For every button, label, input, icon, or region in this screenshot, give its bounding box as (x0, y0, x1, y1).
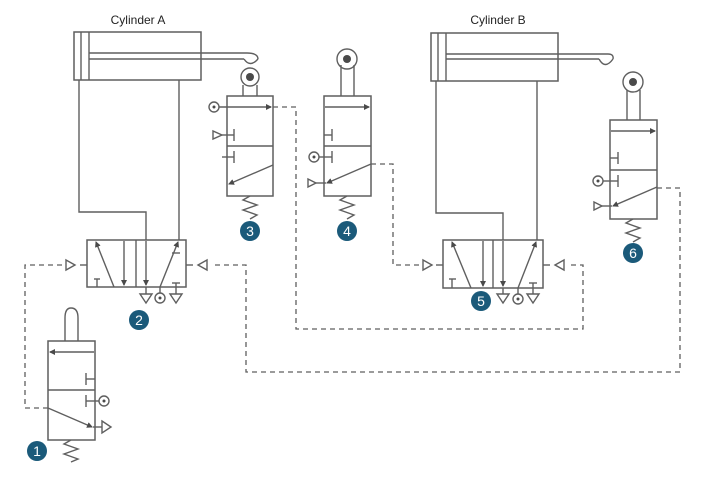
pilot-line-4-to-5 (371, 163, 419, 266)
supply-icon (98, 395, 110, 407)
svg-text:2: 2 (135, 312, 143, 328)
valve-4[interactable] (307, 48, 372, 220)
badge-valve-2: 2 (129, 310, 149, 330)
pilot-line-6-to-2 (211, 187, 681, 373)
roller-icon (336, 48, 358, 70)
svg-text:6: 6 (629, 245, 637, 261)
cylinder-b: Cylinder B (430, 13, 614, 240)
badge-valve-3: 3 (240, 221, 260, 241)
valve-2[interactable] (65, 239, 208, 305)
badge-valve-4: 4 (337, 221, 357, 241)
badge-valve-5: 5 (471, 291, 491, 311)
valve-6[interactable] (592, 71, 658, 243)
valve-5[interactable] (422, 239, 565, 305)
pilot-line-1-to-2 (24, 264, 62, 409)
svg-text:3: 3 (246, 223, 254, 239)
roller-icon (622, 71, 644, 93)
supply-icon (154, 292, 166, 304)
cylinder-a-label: Cylinder A (111, 13, 166, 27)
svg-text:1: 1 (33, 443, 41, 459)
cylinder-b-label: Cylinder B (470, 13, 525, 27)
badge-valve-1: 1 (27, 441, 47, 461)
valve-1[interactable] (47, 307, 113, 463)
pilot-line-3-to-5 (273, 106, 584, 330)
cylinder-a: Cylinder A (73, 13, 259, 240)
supply-icon (512, 293, 524, 305)
svg-text:4: 4 (343, 223, 351, 239)
push-button-icon (64, 307, 79, 341)
svg-text:5: 5 (477, 293, 485, 309)
valve-3[interactable] (208, 67, 274, 220)
roller-icon (240, 67, 260, 87)
badge-valve-6: 6 (623, 243, 643, 263)
